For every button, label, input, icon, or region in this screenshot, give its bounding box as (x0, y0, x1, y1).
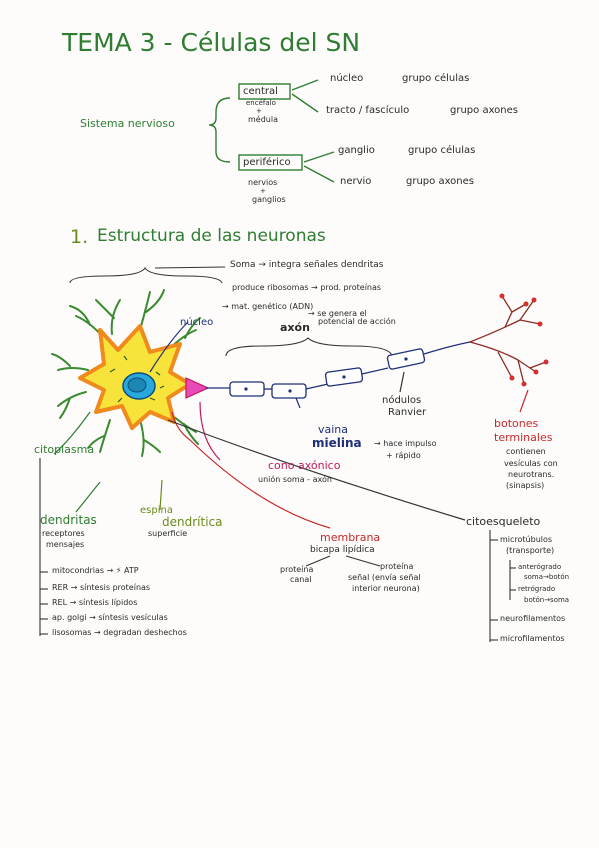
terminal-branches (469, 295, 547, 385)
botones-desc-2: vesículas con (504, 459, 558, 468)
cono-desc: unión soma - axón (258, 475, 332, 484)
organelo-2: RER → síntesis proteínas (52, 583, 151, 592)
central-label: central (243, 86, 278, 97)
anterogrado-1: anterógrado (518, 563, 562, 571)
bicapa-label: bicapa lipídica (310, 545, 375, 555)
dendrites (51, 289, 201, 457)
section-title: Estructura de las neuronas (97, 226, 326, 246)
axon-hillock (185, 377, 210, 399)
organelo-5: lisosomas → degradan deshechos (52, 628, 187, 637)
organelo-4: ap. golgi → síntesis vesículas (52, 613, 168, 622)
central-plus: + (256, 107, 262, 115)
soma-organelles (109, 355, 165, 403)
prot-senal-2: señal (envía señal (348, 573, 421, 582)
espina-label-2: dendrítica (162, 515, 223, 529)
section-number: 1. (70, 226, 89, 248)
central-sub2: médula (248, 115, 278, 124)
citoesqueleto-connectors (489, 530, 516, 642)
prot-senal-3: interior neurona) (352, 584, 420, 593)
periferico-label: periférico (243, 157, 291, 168)
periferico-plus: + (260, 187, 266, 195)
microtubulos-1: microtúbulos (500, 535, 553, 544)
organelle-connectors (39, 458, 48, 636)
prot-canal-2: canal (290, 575, 312, 584)
central-row-1-name: núcleo (330, 73, 364, 84)
citoesqueleto-label: citoesqueleto (466, 515, 541, 528)
organelo-1: mitocondrias → ⚡ ATP (52, 566, 139, 575)
central-row-2-name: tracto / fascículo (326, 105, 410, 116)
nucleo-label: núcleo (180, 317, 214, 328)
periferico-row-2-desc: grupo axones (406, 176, 474, 187)
citoplasma-label: citoplasma (34, 443, 95, 456)
periferico-row-1-name: ganglio (338, 145, 375, 156)
vaina-desc-2: + rápido (386, 451, 421, 460)
botones-desc-1: contienen (506, 447, 546, 456)
espina-label-1: espina (140, 505, 173, 516)
dendritas-desc-2: mensajes (46, 540, 85, 549)
prot-senal-1: proteína (380, 562, 414, 571)
myelin-dots (244, 357, 408, 393)
vaina-label-2: mielina (312, 436, 362, 450)
dendritas-desc-1: receptores (42, 529, 85, 538)
axon-label: axón (280, 321, 310, 334)
retrogrado-2: botón→soma (524, 596, 570, 604)
periferico-sub1: nervios (248, 178, 278, 187)
prot-canal-1: proteína (280, 565, 314, 574)
pointers (53, 321, 529, 529)
organelo-3: REL → síntesis lípidos (52, 598, 138, 607)
axon-bracket (225, 337, 393, 357)
membrana-connectors (305, 555, 381, 567)
botones-desc-4: (sinapsis) (506, 481, 545, 490)
vaina-desc-1: → hace impulso (374, 439, 437, 448)
espina-desc: superficie (148, 529, 188, 538)
central-row-1-desc: grupo células (402, 73, 470, 84)
central-sub1: encéfalo (246, 99, 276, 107)
produce-label: produce ribosomas → prod. proteínas (232, 283, 382, 292)
page-title: TEMA 3 - Células del SN (62, 28, 361, 57)
soma-label: Soma → integra señales dendritas (230, 260, 384, 270)
anterogrado-2: soma→botón (524, 573, 570, 581)
sistema-label: Sistema nervioso (80, 117, 175, 130)
nodulos-label-1: nódulos (382, 395, 422, 406)
botones-label-1: botones (494, 417, 539, 430)
neurofilamentos-label: neurofilamentos (500, 614, 566, 623)
soma-bracket (69, 266, 223, 284)
matgen-label: → mat. genético (ADN) (222, 302, 314, 311)
botones-desc-3: neurotrans. (508, 470, 555, 479)
cono-label: cono axónico (268, 459, 341, 472)
microfilamentos-label: microfilamentos (500, 634, 565, 643)
membrana-label: membrana (320, 531, 381, 544)
periferico-row-2-name: nervio (340, 176, 372, 187)
retrogrado-1: retrógrado (518, 585, 556, 593)
nodulos-label-2: Ranvier (388, 407, 427, 418)
nucleolus (127, 377, 147, 393)
vaina-label-1: vaina (318, 423, 349, 436)
microtubulos-2: (transporte) (506, 546, 555, 555)
terminal-buttons (499, 293, 549, 387)
central-row-2-desc: grupo axones (450, 105, 518, 116)
dendritas-label: dendritas (40, 513, 97, 527)
periferico-row-1-desc: grupo células (408, 145, 476, 156)
axon-desc-1: → se genera el (308, 309, 367, 318)
periferico-sub2: ganglios (252, 195, 286, 204)
sistema-brackets (208, 79, 335, 183)
botones-label-2: terminales (494, 431, 553, 444)
axon-desc-2: potencial de acción (318, 317, 396, 326)
